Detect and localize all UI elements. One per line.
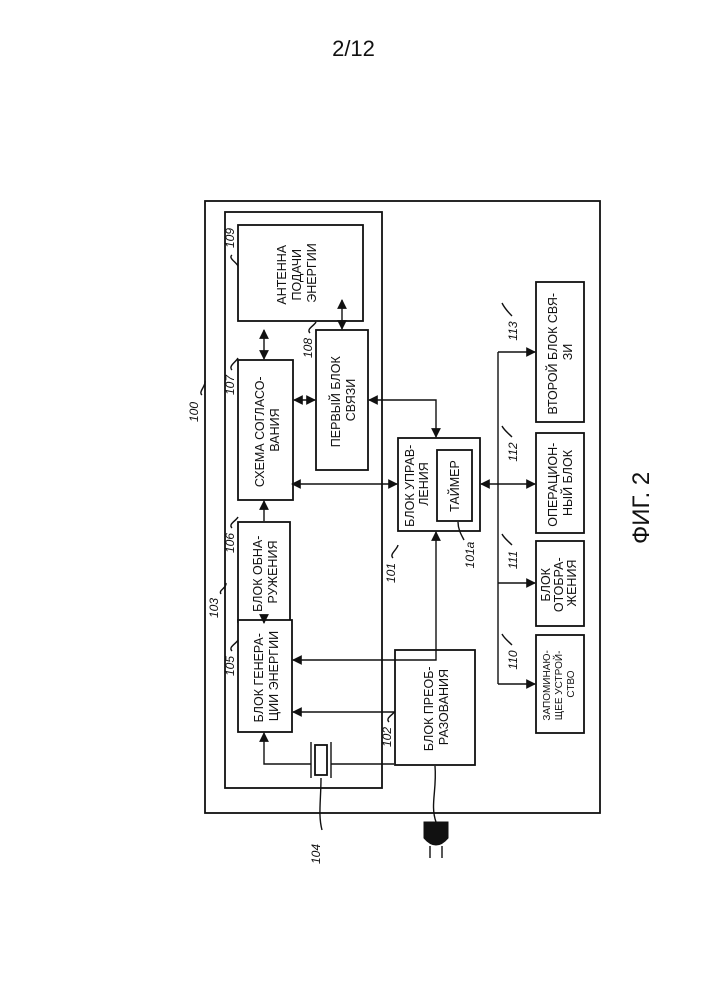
ref-106: 106 [223,533,237,553]
ref-104: 104 [309,844,323,864]
ref-109: 109 [223,228,237,248]
ref-106-leader [231,517,238,528]
ref-100: 100 [187,402,201,422]
ref-113: 113 [506,321,520,340]
capacitor-element [315,745,327,775]
ref-105: 105 [223,656,237,676]
label-112: ОПЕРАЦИОН- НЫЙ БЛОК [546,439,575,527]
ref-101-leader [392,545,398,558]
ref-103: 103 [207,598,221,618]
figure-label: ФИГ. 2 [622,484,662,544]
ref-110: 110 [506,650,520,669]
link-108-101 [369,400,436,437]
ref-109-leader [231,255,238,266]
ref-113-leader [502,303,512,316]
plug-icon [424,822,448,845]
ref-111: 111 [506,551,520,569]
ref-112: 112 [506,442,520,461]
ref-107-leader [231,358,238,370]
capacitor-lead [320,778,322,830]
ref-108-leader [309,322,316,333]
ref-102: 102 [380,727,394,747]
block-112-rect [536,433,584,533]
label-102: БЛОК ПРЕОБ- РАЗОВАНИЯ [422,663,451,751]
ref-108: 108 [301,338,315,358]
label-109: АНТЕННА ПОДАЧИ ЭНЕРГИИ [275,241,319,304]
ref-107: 107 [223,374,237,395]
ref-101: 101 [384,563,398,583]
link-cap-105 [264,733,311,764]
ref-111-leader [502,534,512,545]
label-105: БЛОК ГЕНЕРА- ЦИИ ЭНЕРГИИ [252,630,281,723]
block-113-rect [536,282,584,422]
ref-101a: 101a [463,541,477,568]
ref-105-leader [231,640,238,651]
ref-112-leader [502,426,512,437]
label-106: БЛОК ОБНА- РУЖЕНИЯ [251,532,280,612]
label-101a: ТАЙМЕР [447,460,462,512]
ref-110-leader [502,634,512,645]
link-105-101 [293,532,436,660]
